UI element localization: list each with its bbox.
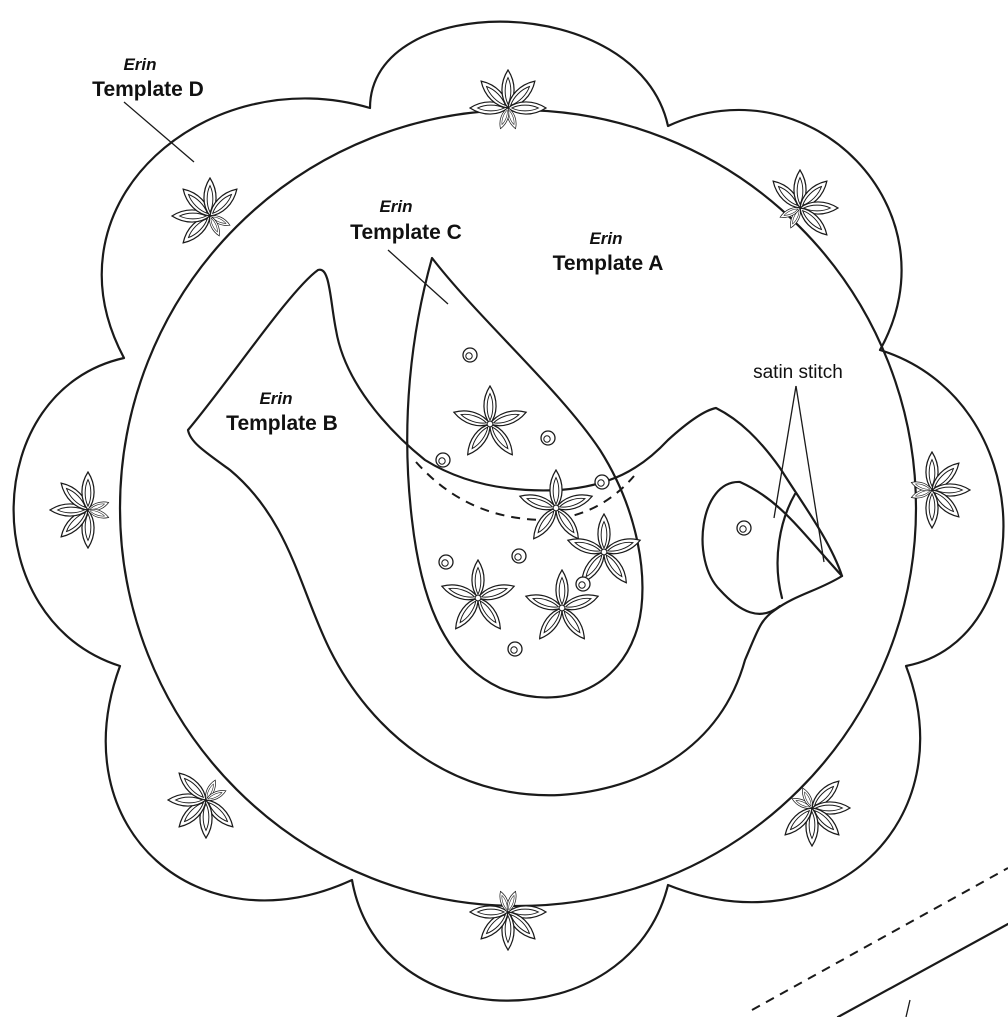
template-c-wing — [406, 256, 644, 699]
scallop-flower-bottom — [470, 890, 546, 950]
wing-flower-3 — [566, 514, 642, 586]
scallop-flower-right — [910, 452, 970, 528]
wing-flower-2 — [518, 470, 594, 542]
wing-flower-4 — [440, 560, 516, 632]
template-d-leader — [123, 101, 195, 163]
adjacent-template-solid-edge — [836, 922, 1008, 1017]
wing-knot-1 — [462, 347, 478, 363]
adjacent-template-dashed-edge — [751, 867, 1008, 1011]
bird-head-outline — [701, 480, 844, 615]
template-d-label: Template D — [92, 78, 204, 101]
template-a-sub-label: Erin — [589, 229, 622, 248]
wing-knot-2 — [540, 430, 556, 446]
adjacent-template-pointer — [905, 999, 911, 1017]
template-d-scalloped-outline — [12, 20, 1005, 1002]
wing-knot-6 — [511, 548, 527, 564]
scallop-flower-bottom-left — [152, 758, 248, 854]
template-b-sub-label: Erin — [259, 389, 292, 408]
scallop-flower-bottom-right — [770, 766, 866, 862]
scallop-flower-left — [50, 472, 110, 548]
template-c-label: Template C — [350, 221, 462, 244]
wing-knot-5 — [438, 554, 454, 570]
satin-stitch-leader-1 — [773, 385, 797, 519]
bird-eye-knot — [736, 520, 752, 536]
scallop-flower-top-left — [156, 162, 252, 258]
wing-flower-1 — [452, 386, 528, 458]
wing-knot-8 — [507, 641, 523, 657]
wing-knot-4 — [594, 474, 610, 490]
template-b-bird-body — [186, 268, 844, 797]
satin-stitch-leader-2 — [795, 385, 825, 563]
template-a-label: Template A — [553, 252, 664, 275]
wing-knot-7 — [575, 576, 591, 592]
wing-placement-dashed-line — [415, 461, 635, 522]
template-a-circle — [118, 108, 918, 908]
template-c-leader — [387, 249, 449, 305]
wing-knot-3 — [435, 452, 451, 468]
satin-stitch-label: satin stitch — [753, 362, 843, 383]
scallop-flower-top — [470, 70, 546, 130]
template-d-sub-label: Erin — [123, 55, 156, 74]
template-c-sub-label: Erin — [379, 197, 412, 216]
template-b-label: Template B — [226, 412, 338, 435]
bird-beak-line — [776, 492, 797, 600]
